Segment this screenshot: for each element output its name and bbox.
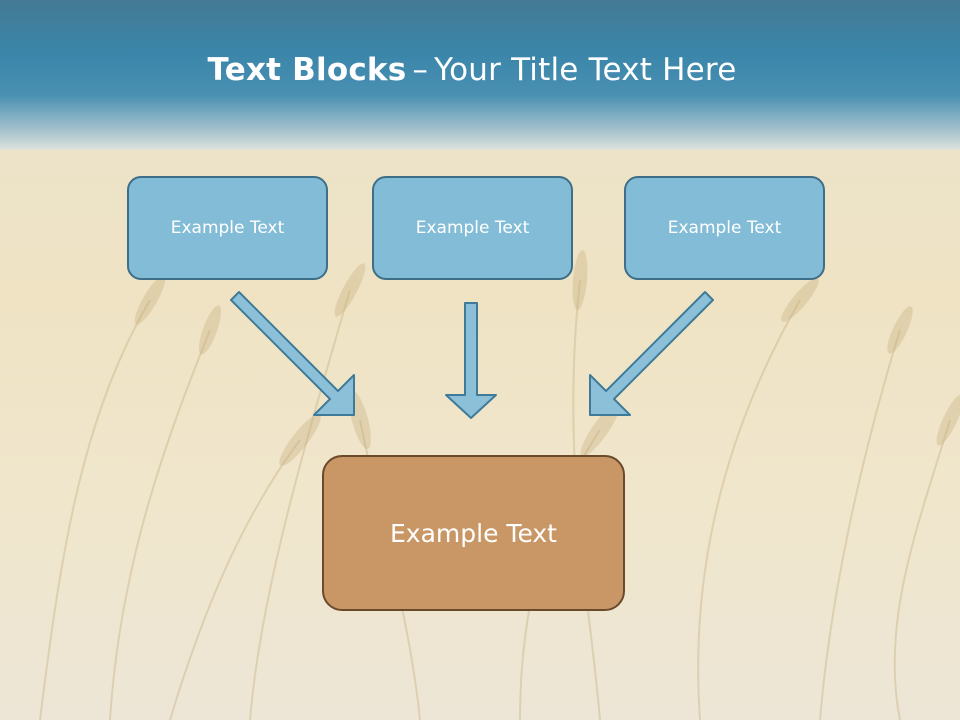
title-dash: – (412, 52, 429, 88)
main-block: Example Text (322, 455, 625, 611)
slide-title: Text Blocks–Your Title Text Here (0, 52, 944, 88)
top-block-2-label: Example Text (415, 218, 530, 238)
main-block-label: Example Text (390, 518, 557, 548)
top-block-3: Example Text (624, 176, 825, 280)
arrow-left (230, 291, 355, 416)
top-block-1: Example Text (127, 176, 328, 280)
title-bold: Text Blocks (207, 52, 407, 88)
top-block-2: Example Text (372, 176, 573, 280)
top-block-1-label: Example Text (170, 218, 285, 238)
header-band (0, 0, 960, 150)
top-block-3-label: Example Text (667, 218, 782, 238)
title-rest: Your Title Text Here (434, 52, 737, 88)
arrow-right (589, 291, 714, 416)
arrow-center (445, 302, 497, 419)
